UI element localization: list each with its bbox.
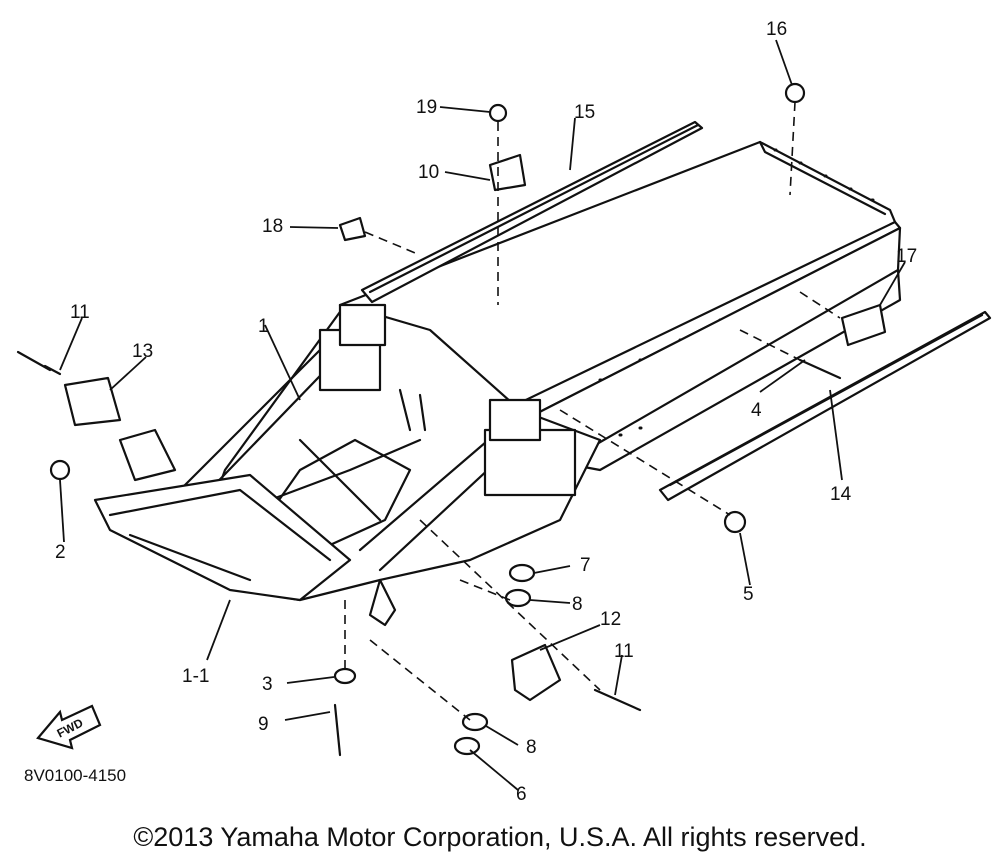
nut-5 [723, 510, 747, 534]
callout-8-lower: 8 [526, 737, 537, 758]
callout-8-upper: 8 [572, 594, 583, 615]
pin-9 [333, 703, 342, 757]
callout-15: 15 [574, 102, 595, 123]
washer-3 [333, 667, 357, 685]
nut-2 [49, 459, 71, 481]
callout-10: 10 [418, 162, 439, 183]
callout-14: 14 [830, 484, 852, 505]
callout-11-left: 11 [70, 302, 90, 323]
callout-6: 6 [516, 784, 527, 805]
bushing-8b [461, 712, 489, 732]
callout-5: 5 [743, 584, 754, 605]
bolt-11-left [16, 350, 62, 376]
callout-1-1: 1-1 [182, 666, 209, 687]
callout-19: 19 [416, 97, 437, 118]
plate-12 [510, 643, 562, 702]
callout-4: 4 [751, 400, 762, 421]
callout-11-right: 11 [614, 641, 634, 662]
bushing-6 [453, 736, 481, 756]
bolt-11-right [593, 688, 642, 712]
nut-19 [488, 103, 508, 123]
callout-17: 17 [896, 246, 917, 267]
callout-9: 9 [258, 714, 269, 735]
plate-17 [840, 303, 887, 347]
callout-7: 7 [580, 555, 591, 576]
fwd-arrow-icon: FWD [36, 704, 102, 750]
bracket-13 [63, 376, 122, 427]
bushing-7 [508, 563, 536, 583]
part-code-label: 8V0100-4150 [24, 766, 127, 785]
bolt-4 [798, 358, 842, 380]
callout-3: 3 [262, 674, 273, 695]
exploded-frame-drawing: FWD 16 19 15 10 18 17 11 13 1 4 14 2 7 5… [16, 19, 992, 805]
bracket-10 [488, 153, 527, 192]
copyright-notice: ©2013 Yamaha Motor Corporation, U.S.A. A… [133, 822, 867, 852]
callout-1: 1 [258, 316, 269, 337]
callout-18: 18 [262, 216, 283, 237]
callout-12: 12 [600, 609, 621, 630]
nut-16 [784, 82, 806, 104]
callout-16: 16 [766, 19, 787, 40]
callout-13: 13 [132, 341, 153, 362]
clip-18 [338, 216, 367, 242]
callout-2: 2 [55, 542, 66, 563]
